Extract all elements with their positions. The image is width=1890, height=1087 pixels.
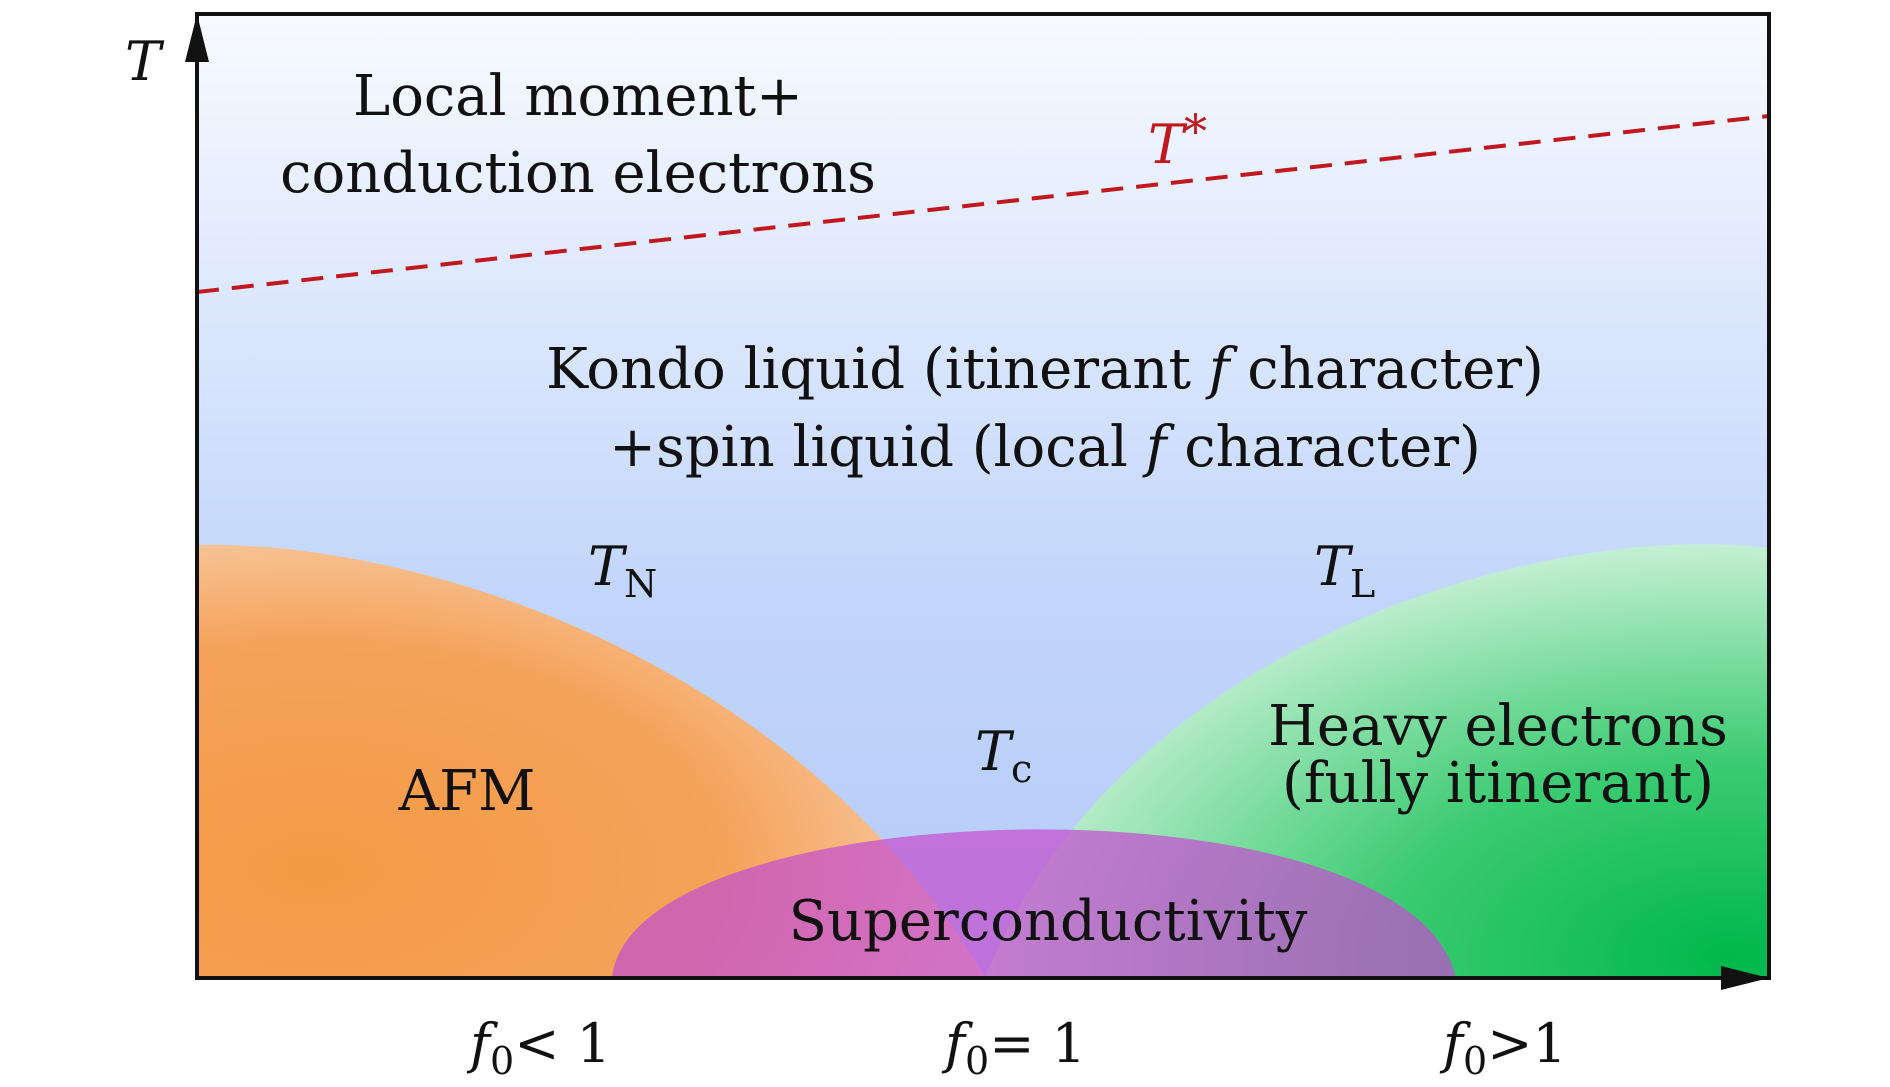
x-tick-f0-equal-1: f0= 1 bbox=[941, 1012, 1086, 1083]
t-n-label: TN bbox=[588, 535, 657, 606]
t-l-label: TL bbox=[1314, 535, 1375, 606]
y-axis-arrowhead bbox=[185, 14, 209, 62]
x-tick-f0-greater-1: f0>1 bbox=[1439, 1012, 1567, 1083]
x-tick-f0-less-1: f0< 1 bbox=[466, 1012, 611, 1083]
kondo-label-line1: Kondo liquid (itinerant f character) bbox=[546, 337, 1544, 402]
superconductivity-dome bbox=[612, 829, 1456, 978]
t-c-label: Tc bbox=[975, 720, 1032, 791]
local-moment-label-line2: conduction electrons bbox=[280, 141, 876, 206]
y-axis-label: T bbox=[125, 30, 165, 93]
heavy-electrons-label-line1: Heavy electrons bbox=[1268, 694, 1728, 759]
afm-label: AFM bbox=[398, 759, 536, 824]
t-star-label: T* bbox=[1148, 104, 1207, 176]
local-moment-label-line1: Local moment+ bbox=[353, 64, 803, 129]
t-star-line bbox=[197, 114, 1769, 294]
kondo-label-line2: +spin liquid (local f character) bbox=[609, 415, 1481, 480]
heavy-electrons-label-line2: (fully itinerant) bbox=[1282, 751, 1714, 816]
superconductivity-label: Superconductivity bbox=[789, 889, 1308, 954]
x-axis-arrowhead bbox=[1721, 966, 1769, 990]
